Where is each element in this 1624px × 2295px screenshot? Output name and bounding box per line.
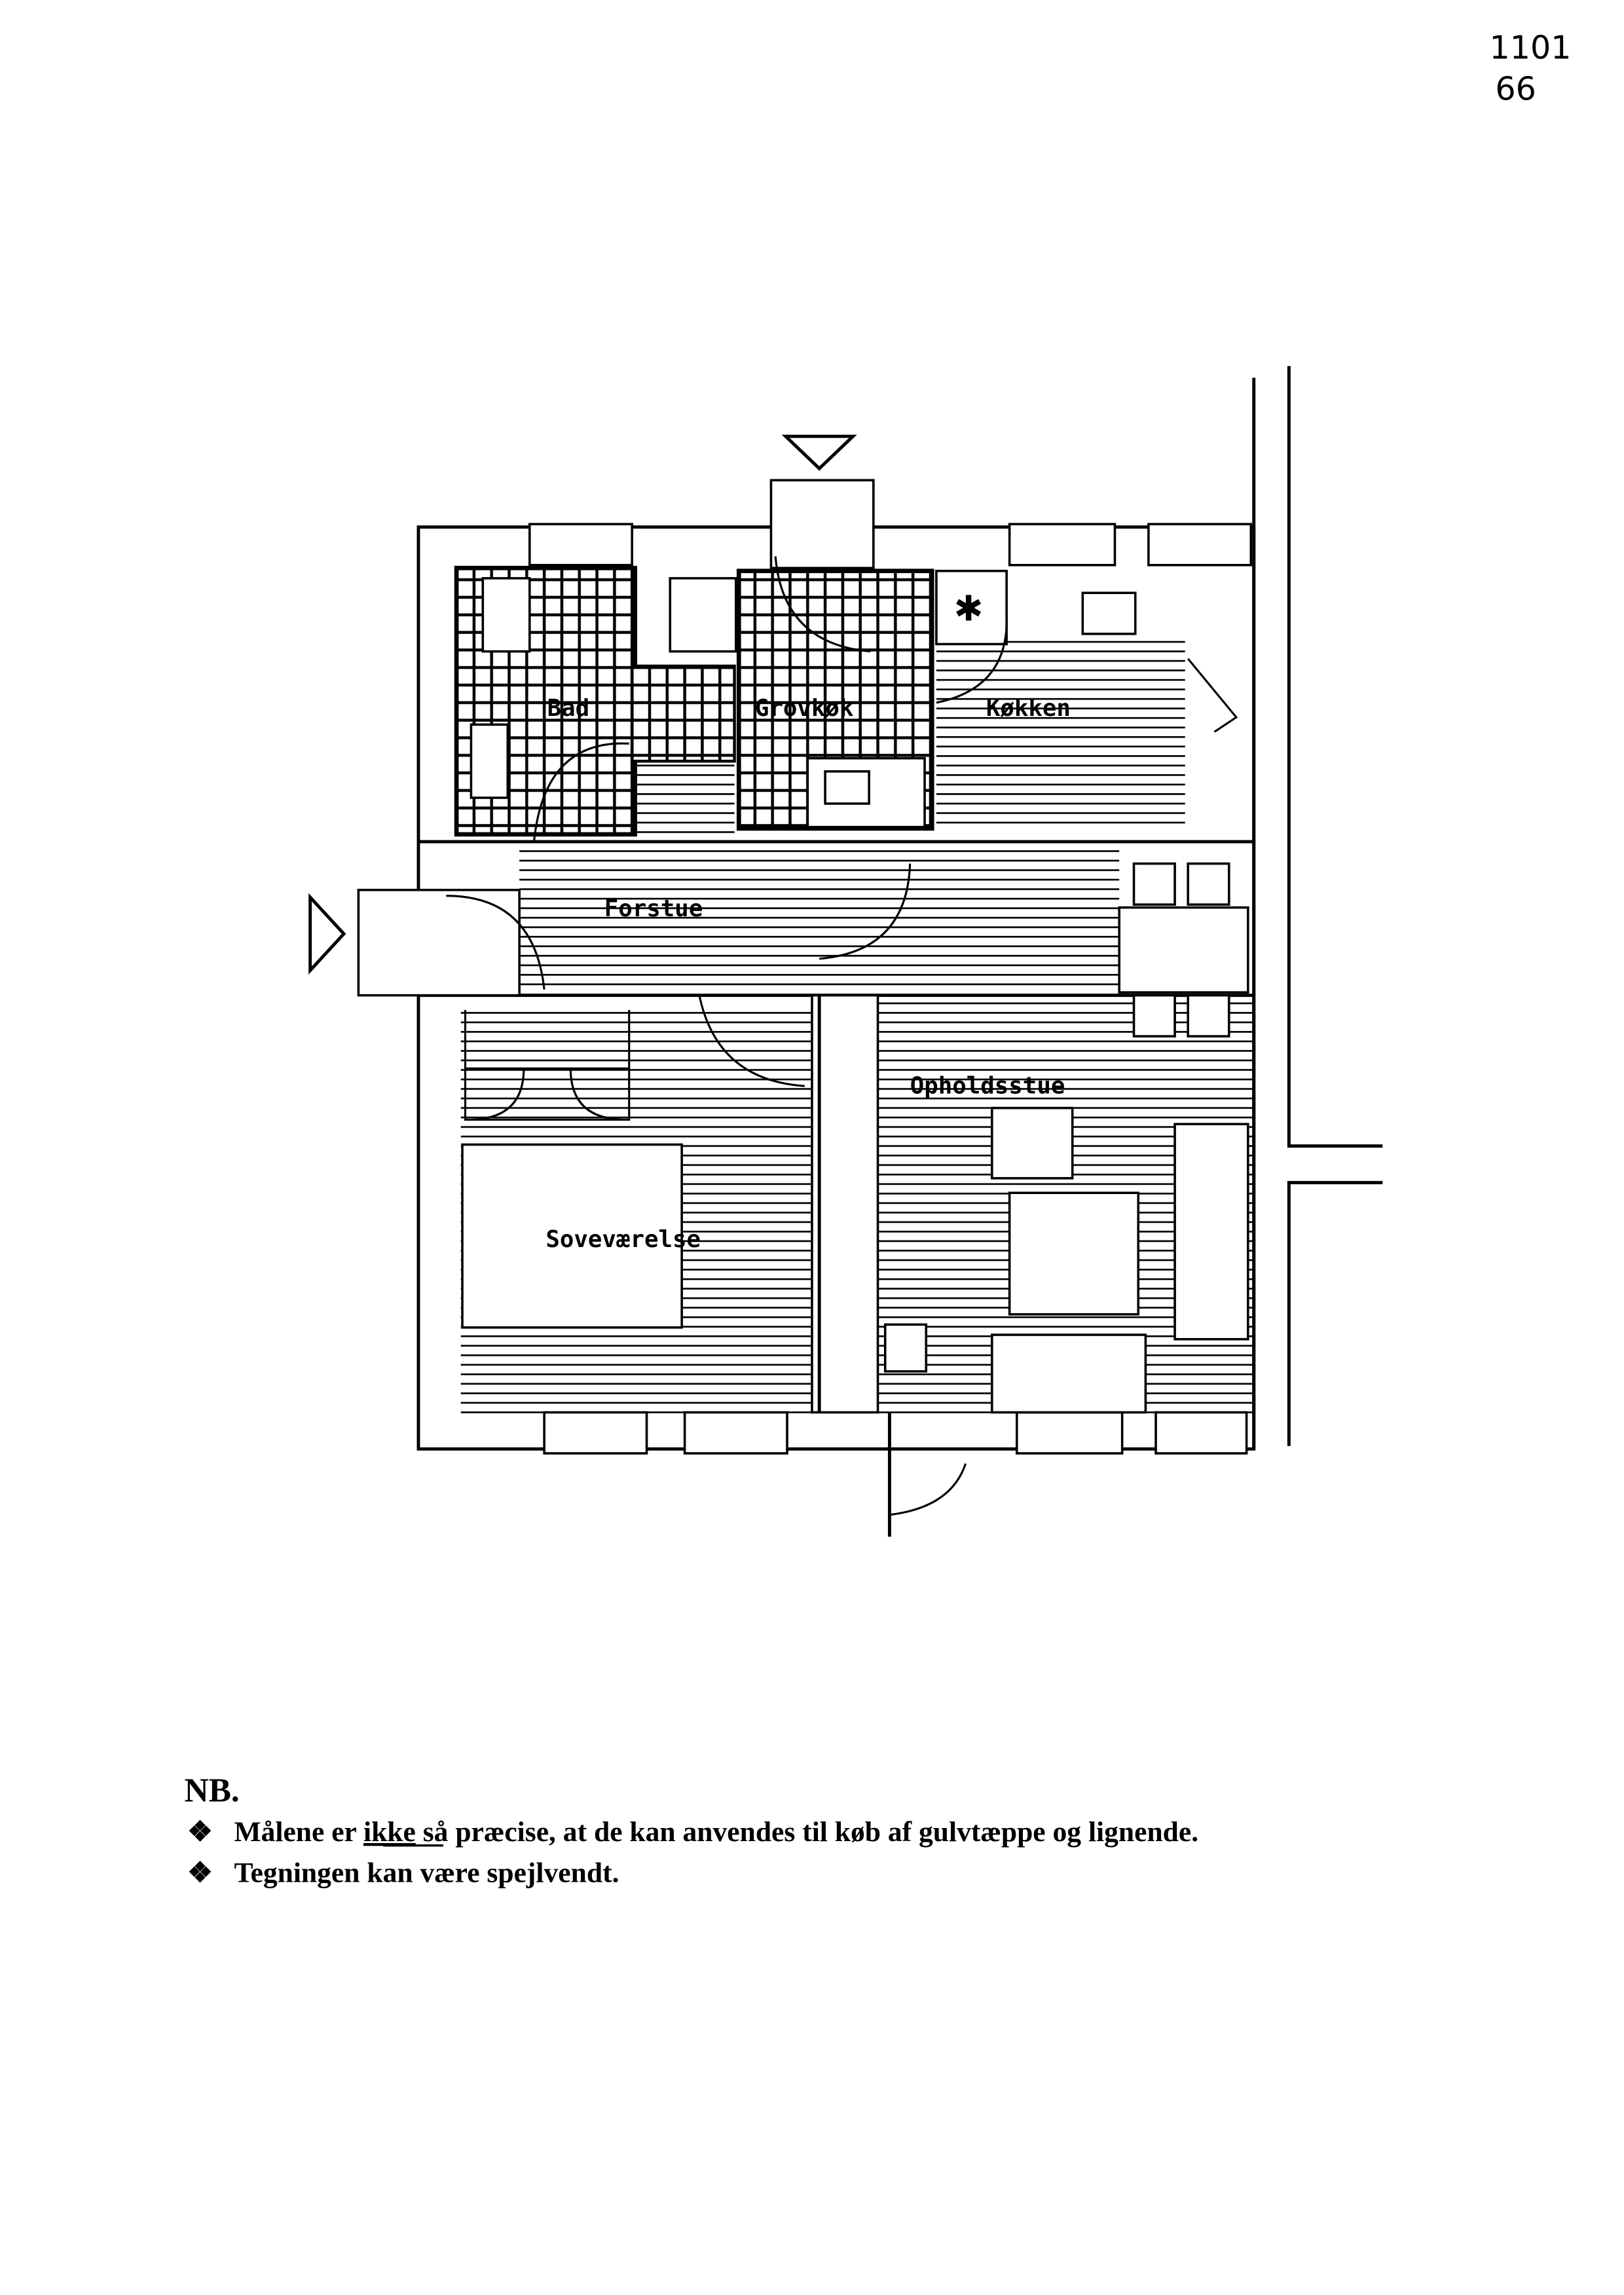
- neighbor-wall-line: [1287, 365, 1383, 1148]
- handwritten-reference: 1101 66: [1489, 29, 1571, 108]
- bath-floor-ext: [630, 664, 736, 763]
- bathtub: [470, 723, 509, 799]
- armchair: [991, 1106, 1074, 1180]
- sink-basin: [824, 770, 870, 805]
- neighbor-wall-line: [1287, 1181, 1383, 1446]
- window: [1154, 1411, 1248, 1455]
- bath-fixture: [481, 577, 531, 653]
- window: [1008, 523, 1116, 567]
- note-1: Målene er ikke så præcise, at de kan anv…: [234, 1816, 1198, 1848]
- stair-symbol: [1187, 658, 1238, 733]
- kitchen-sink: [1081, 591, 1137, 635]
- closet-floor: [632, 761, 735, 834]
- coffee-table: [1008, 1191, 1140, 1316]
- bullet-icon: ❖: [187, 1816, 213, 1848]
- room-label-living: Opholdsstue: [910, 1072, 1065, 1099]
- note-1-start: Målene er: [234, 1816, 363, 1848]
- wardrobe: [464, 1009, 631, 1121]
- door-swing: [698, 995, 805, 1087]
- room-label-kitchen: Køkken: [986, 695, 1071, 722]
- window: [1147, 523, 1253, 567]
- stove: [935, 569, 1008, 646]
- asterisk-icon: ✱: [954, 588, 984, 629]
- note-1-emphasis: ikke: [363, 1816, 416, 1848]
- note-2: Tegningen kan være spejlvendt.: [234, 1857, 619, 1889]
- entrance-marker-icon: [308, 893, 346, 975]
- door-swing: [532, 742, 629, 842]
- washer: [669, 577, 737, 653]
- room-label-utility: Grovkøk: [755, 695, 854, 722]
- bullet-icon: ❖: [187, 1857, 213, 1889]
- bed: [461, 1143, 683, 1329]
- front-entrance: [357, 888, 521, 997]
- chimney-wall: [811, 994, 879, 1414]
- door-swing: [446, 895, 545, 990]
- kitchen-floor: [936, 637, 1185, 830]
- chair: [1187, 862, 1230, 906]
- chair: [1132, 994, 1176, 1037]
- window: [1016, 1411, 1124, 1455]
- chair: [1187, 994, 1230, 1037]
- hall-floor: [519, 844, 1120, 991]
- notes-heading: NB.: [185, 1772, 240, 1810]
- floor-plan: ✱ Bad Grovkøk Køkken Forstue Opholdsstue…: [308, 365, 1383, 1537]
- chair: [883, 1323, 928, 1373]
- door-swing: [936, 614, 1008, 704]
- notes-section: NB. ❖ Målene er ikke så præcise, at de k…: [185, 1772, 1199, 1889]
- dining-table: [1118, 906, 1249, 994]
- sideboard: [991, 1334, 1147, 1414]
- handwritten-number-1: 1101: [1489, 29, 1571, 67]
- window: [543, 1411, 648, 1455]
- room-label-hall: Forstue: [604, 895, 703, 922]
- room-label-bath: Bad: [547, 695, 590, 722]
- handwritten-number-2: 66: [1495, 69, 1536, 107]
- door-swing: [774, 556, 871, 653]
- room-label-bedroom: Soveværelse: [545, 1226, 701, 1253]
- door-swing: [889, 1463, 967, 1516]
- entrance-marker-icon: [781, 434, 857, 471]
- note-1-end: så præcise, at de kan anvendes til køb a…: [416, 1816, 1198, 1848]
- door-swing: [819, 863, 912, 960]
- sofa: [1173, 1123, 1249, 1341]
- chair: [1132, 862, 1176, 906]
- window: [683, 1411, 788, 1455]
- window: [528, 523, 633, 567]
- back-entrance: [769, 479, 875, 570]
